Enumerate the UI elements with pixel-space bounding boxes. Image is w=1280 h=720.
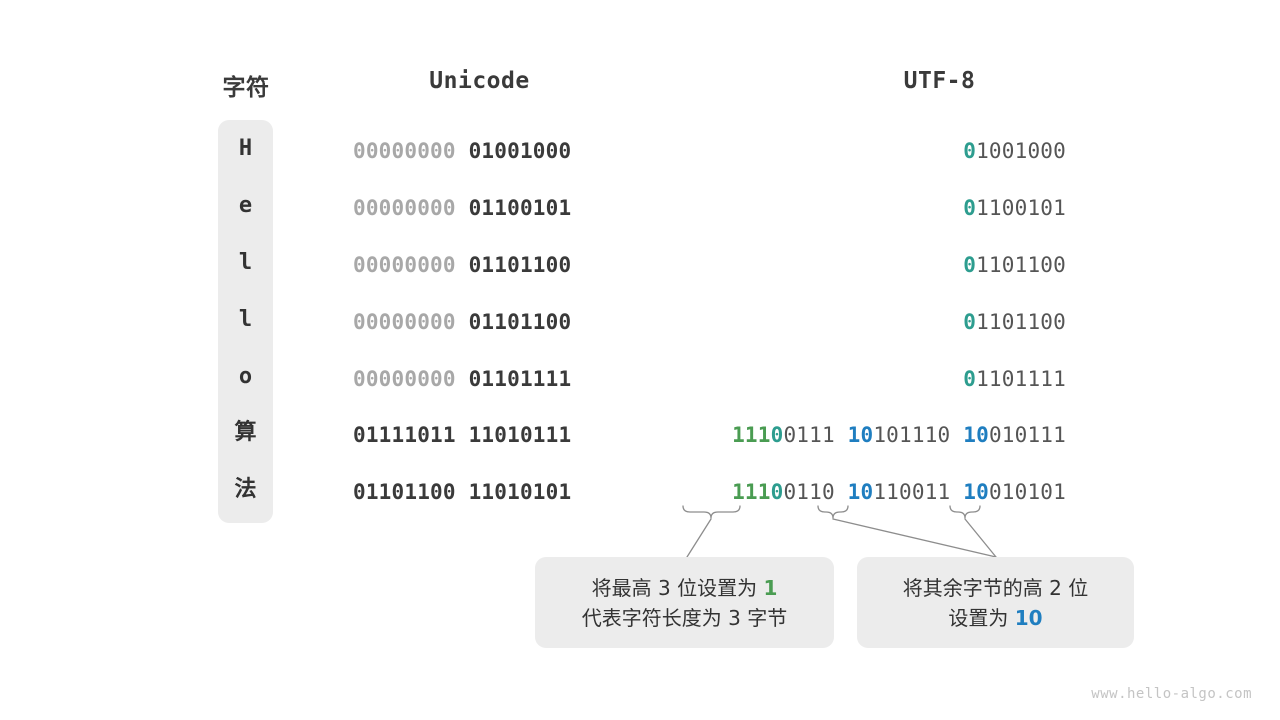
callout-segment-green: 1 — [763, 575, 778, 600]
brace-cont-byte-3 — [949, 505, 981, 519]
bit-segment-plain: 110011 — [873, 480, 964, 504]
character-column-pill — [218, 120, 273, 523]
bit-segment-dim: 00000000 — [353, 196, 469, 220]
bit-segment-blue: 10 — [963, 480, 989, 504]
bit-segment-plain: 1001000 — [976, 139, 1066, 163]
bit-segment-dark: 01001000 — [468, 139, 572, 163]
bit-segment-dark: 01101100 — [468, 310, 572, 334]
bit-segment-plain: 0110 — [783, 480, 848, 504]
utf8-bits: 01101100 — [600, 252, 1066, 278]
bit-segment-dark: 01101111 — [468, 367, 572, 391]
character-cell: l — [238, 250, 253, 275]
brace-lead-3bits-leader — [686, 518, 712, 558]
unicode-bits: 01101100 11010101 — [353, 479, 606, 505]
bit-segment-teal: 0 — [963, 196, 977, 220]
bit-segment-teal: 0 — [963, 310, 977, 334]
callout-segment-blue: 10 — [1014, 605, 1043, 630]
bit-segment-plain: 0111 — [783, 423, 848, 447]
brace-cont-byte-2 — [817, 505, 849, 519]
bit-segment-dark: 01101100 — [468, 253, 572, 277]
bit-segment-dim: 00000000 — [353, 253, 469, 277]
utf8-bits: 01001000 — [600, 138, 1066, 164]
brace-cont-byte-2-leader — [832, 518, 997, 558]
column-header-utf8: UTF-8 — [903, 68, 976, 94]
utf8-bits: 01101111 — [600, 366, 1066, 392]
bit-segment-plain: 101110 — [873, 423, 964, 447]
callout-segment-plain: 将最高 3 位设置为 — [591, 575, 764, 600]
bit-segment-dark: 01100101 — [468, 196, 572, 220]
callout-line: 代表字符长度为 3 字节 — [549, 603, 820, 633]
bit-segment-dim: 00000000 — [353, 367, 469, 391]
character-cell: e — [238, 193, 253, 218]
column-header-character: 字符 — [222, 75, 270, 101]
callout-segment-plain: 设置为 — [948, 605, 1015, 630]
utf8-bits: 01100101 — [600, 195, 1066, 221]
utf8-bits: 01101100 — [600, 309, 1066, 335]
bit-segment-teal: 0 — [963, 139, 977, 163]
bit-segment-plain: 1101100 — [976, 310, 1066, 334]
bit-segment-plain: 1101111 — [976, 367, 1066, 391]
utf8-bits: 11100111 10101110 10010111 — [600, 422, 1066, 448]
utf8-bits: 11100110 10110011 10010101 — [600, 479, 1066, 505]
site-watermark: www.hello-algo.com — [1091, 686, 1252, 702]
brace-lead-3bits — [682, 505, 741, 519]
bit-segment-plain: 1100101 — [976, 196, 1066, 220]
brace-cont-byte-3-leader — [964, 518, 997, 558]
bit-segment-blue: 10 — [847, 480, 874, 504]
bit-segment-teal: 0 — [963, 253, 977, 277]
character-cell: o — [238, 364, 253, 389]
bit-segment-green: 111 — [732, 480, 771, 504]
bit-segment-dark-full-b: 01101100 11010101 — [353, 480, 572, 504]
character-cell: 法 — [234, 477, 257, 502]
bit-segment-blue: 10 — [847, 423, 874, 447]
callout-segment-plain: 代表字符长度为 3 字节 — [581, 605, 788, 630]
unicode-bits: 01111011 11010111 — [353, 422, 606, 448]
unicode-bits: 00000000 01100101 — [353, 195, 606, 221]
bit-segment-plain: 010101 — [988, 480, 1066, 504]
bit-segment-teal: 0 — [770, 423, 784, 447]
callout-line: 将最高 3 位设置为 1 — [549, 573, 820, 603]
bit-segment-dim: 00000000 — [353, 310, 469, 334]
callout-line: 将其余字节的高 2 位 — [871, 573, 1120, 603]
bit-segment-green: 111 — [732, 423, 771, 447]
character-cell: H — [238, 136, 253, 161]
bit-segment-dark-full-a: 01111011 11010111 — [353, 423, 572, 447]
bit-segment-plain: 1101100 — [976, 253, 1066, 277]
unicode-bits: 00000000 01001000 — [353, 138, 606, 164]
bit-segment-teal: 0 — [770, 480, 784, 504]
bit-segment-plain: 010111 — [988, 423, 1066, 447]
bit-segment-blue: 10 — [963, 423, 989, 447]
character-cell: l — [238, 307, 253, 332]
bit-segment-dim: 00000000 — [353, 139, 469, 163]
callout-line: 设置为 10 — [871, 603, 1120, 633]
bit-segment-teal: 0 — [963, 367, 977, 391]
unicode-bits: 00000000 01101111 — [353, 366, 606, 392]
unicode-bits: 00000000 01101100 — [353, 252, 606, 278]
callout-segment-plain: 将其余字节的高 2 位 — [902, 575, 1089, 600]
column-header-unicode: Unicode — [429, 68, 530, 94]
unicode-bits: 00000000 01101100 — [353, 309, 606, 335]
callout-continuation-bits: 将其余字节的高 2 位设置为 10 — [857, 557, 1134, 648]
character-cell: 算 — [234, 420, 257, 445]
